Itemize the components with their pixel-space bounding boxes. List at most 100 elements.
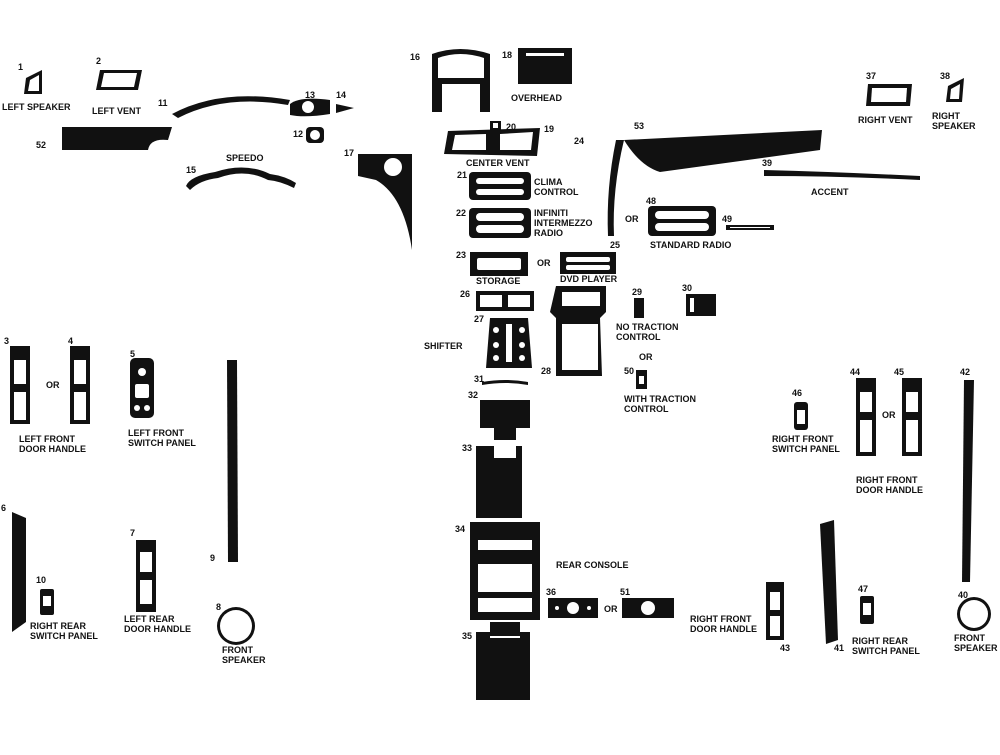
part-33 — [476, 446, 522, 518]
part-number-5: 5 — [130, 349, 136, 359]
part-number-31: 31 — [474, 374, 485, 384]
part-number-2: 2 — [96, 56, 102, 66]
part-number-40: 40 — [958, 590, 969, 600]
part-number-29: 29 — [632, 287, 643, 297]
part-number-38: 38 — [940, 71, 951, 81]
part-48-standard-radio — [648, 206, 716, 236]
part-number-42: 42 — [960, 367, 971, 377]
label-left-front-door-handle: LEFT FRONT DOOR HANDLE — [19, 434, 86, 454]
part-number-7: 7 — [130, 528, 136, 538]
part-number-6: 6 — [1, 503, 7, 513]
part-number-46: 46 — [792, 388, 803, 398]
part-42 — [962, 380, 974, 582]
part-number-11: 11 — [158, 98, 168, 108]
label-right-rear-switch-panel-left: RIGHT REAR SWITCH PANEL — [30, 621, 98, 641]
part-number-37: 37 — [866, 71, 877, 81]
part-number-22: 22 — [456, 208, 467, 218]
part-number-39: 39 — [762, 158, 773, 168]
part-24 — [607, 140, 624, 236]
part-14 — [336, 104, 354, 113]
part-17 — [358, 154, 412, 250]
part-number-21: 21 — [457, 170, 468, 180]
part-number-25: 25 — [610, 240, 621, 250]
part-number-48: 48 — [646, 196, 657, 206]
label-right-vent: RIGHT VENT — [858, 115, 913, 125]
part-number-41: 41 — [834, 643, 845, 653]
part-number-47: 47 — [858, 584, 869, 594]
label-right-speaker: RIGHT SPEAKER — [932, 111, 976, 131]
label-speedo: SPEEDO — [226, 153, 264, 163]
part-number-12: 12 — [293, 129, 304, 139]
part-number-13: 13 — [305, 90, 316, 100]
part-number-45: 45 — [894, 367, 905, 377]
part-25-dvd-player — [560, 252, 616, 274]
part-41 — [820, 520, 838, 644]
label-shifter: SHIFTER — [424, 341, 463, 351]
part-number-15: 15 — [186, 165, 197, 175]
part-number-33: 33 — [462, 443, 473, 453]
part-number-16: 16 — [410, 52, 421, 62]
label-accent: ACCENT — [811, 187, 849, 197]
part-number-27: 27 — [474, 314, 485, 324]
label-overhead: OVERHEAD — [511, 93, 563, 103]
or-separator: OR — [46, 380, 60, 390]
or-separator: OR — [882, 410, 896, 420]
label-left-speaker: LEFT SPEAKER — [2, 102, 71, 112]
part-number-8: 8 — [216, 602, 222, 612]
part-number-17: 17 — [344, 148, 355, 158]
part-21-clima-control — [469, 172, 531, 200]
part-number-1: 1 — [18, 62, 24, 72]
part-number-20: 20 — [506, 122, 517, 132]
part-53 — [624, 130, 822, 172]
part-number-3: 3 — [4, 336, 10, 346]
part-6 — [12, 512, 26, 632]
part-32 — [480, 400, 530, 440]
part-31 — [482, 380, 528, 385]
part-number-52: 52 — [36, 140, 47, 150]
part-number-44: 44 — [850, 367, 861, 377]
part-number-18: 18 — [502, 50, 513, 60]
label-front-speaker-left: FRONT SPEAKER — [222, 645, 266, 665]
or-separator: OR — [537, 258, 551, 268]
part-22-intermezzo-radio — [469, 208, 531, 238]
label-right-front-switch-panel: RIGHT FRONT SWITCH PANEL — [772, 434, 840, 454]
label-rear-console: REAR CONSOLE — [556, 560, 629, 570]
label-left-front-switch-panel: LEFT FRONT SWITCH PANEL — [128, 428, 196, 448]
part-number-53: 53 — [634, 121, 645, 131]
label-left-vent: LEFT VENT — [92, 106, 141, 116]
part-number-49: 49 — [722, 214, 733, 224]
part-number-4: 4 — [68, 336, 74, 346]
label-left-rear-door-handle: LEFT REAR DOOR HANDLE — [124, 614, 191, 634]
part-number-9: 9 — [210, 553, 216, 563]
label-right-rear-switch-panel-right: RIGHT REAR SWITCH PANEL — [852, 636, 920, 656]
label-with-traction: WITH TRACTION CONTROL — [624, 394, 696, 414]
part-number-10: 10 — [36, 575, 47, 585]
label-clima-control: CLIMA CONTROL — [534, 177, 579, 197]
label-right-front-door-handle-bottom: RIGHT FRONT DOOR HANDLE — [690, 614, 757, 634]
label-front-speaker-right: FRONT SPEAKER — [954, 633, 998, 653]
part-39-accent — [764, 170, 920, 180]
label-dvd-player: DVD PLAYER — [560, 274, 618, 284]
label-no-traction: NO TRACTION CONTROL — [616, 322, 679, 342]
part-number-24: 24 — [574, 136, 585, 146]
label-right-front-door-handle-top: RIGHT FRONT DOOR HANDLE — [856, 475, 923, 495]
part-number-43: 43 — [780, 643, 791, 653]
part-number-28: 28 — [541, 366, 552, 376]
label-center-vent: CENTER VENT — [466, 158, 530, 168]
part-35 — [476, 622, 530, 700]
part-9 — [227, 360, 238, 562]
part-number-36: 36 — [546, 587, 557, 597]
or-separator: OR — [639, 352, 653, 362]
or-separator: OR — [604, 604, 618, 614]
part-15-speedo — [186, 167, 296, 190]
part-number-19: 19 — [544, 124, 555, 134]
part-number-32: 32 — [468, 390, 479, 400]
part-number-35: 35 — [462, 631, 473, 641]
part-11-dash-arc — [172, 96, 290, 118]
or-separator: OR — [625, 214, 639, 224]
label-storage: STORAGE — [476, 276, 521, 286]
part-52 — [62, 127, 172, 150]
label-infiniti-radio: INFINITI INTERMEZZO RADIO — [534, 208, 593, 238]
